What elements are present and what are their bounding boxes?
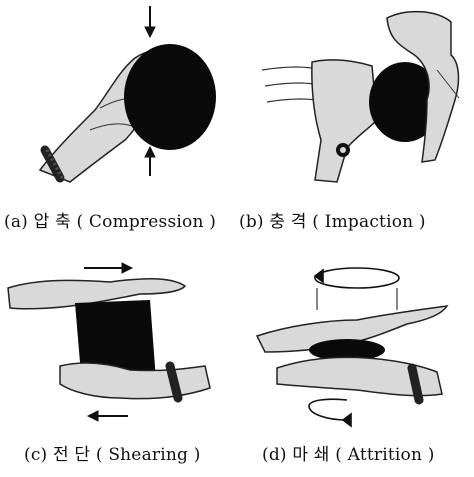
down-arrow-icon [145,6,155,37]
caption-shearing: (c) 전 단 ( Shearing ) [24,440,201,465]
compression-illustration [0,0,237,200]
rotation-arrow-icon [309,399,351,426]
caption-impaction: (b) 충 격 ( Impaction ) [239,207,426,232]
right-arrow-icon [84,263,132,273]
attrition-illustration [237,248,474,433]
up-arrow-icon [145,147,155,176]
impaction-illustration [237,0,474,200]
punching-hand-shape [312,60,377,182]
ball-shape [124,44,216,150]
caption-compression: (a) 압 축 ( Compression ) [4,207,216,232]
rotation-arrow-icon [315,268,399,310]
caption-attrition: (d) 마 쇄 ( Attrition ) [262,440,435,465]
lower-hand-shape [277,357,442,400]
shearing-illustration [0,248,237,433]
left-arrow-icon [88,411,128,421]
